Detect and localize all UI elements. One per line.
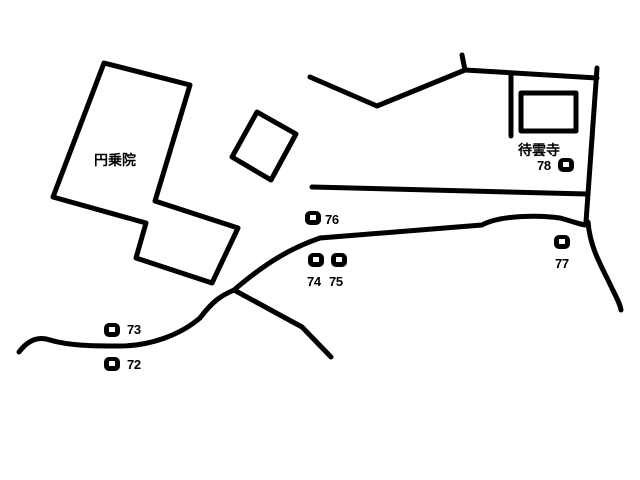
place-label-enjoin: 円乗院 xyxy=(94,153,136,169)
marker-72-icon[interactable] xyxy=(104,357,120,371)
taiunji-building xyxy=(518,90,579,134)
small-building-outline xyxy=(229,109,299,183)
marker-76-icon[interactable] xyxy=(305,211,321,225)
road-top xyxy=(307,67,600,109)
road-middle xyxy=(309,184,590,197)
marker-78-label: 78 xyxy=(537,158,551,173)
marker-78-icon[interactable] xyxy=(558,158,574,172)
marker-74-icon[interactable] xyxy=(308,253,324,267)
taiunji-wall-right xyxy=(583,65,600,225)
road-right-descending xyxy=(585,219,624,313)
marker-74-label: 74 xyxy=(307,274,321,289)
enjoin-building-outline xyxy=(50,60,241,286)
road-top-stub xyxy=(459,52,468,73)
marker-73-icon[interactable] xyxy=(104,323,120,337)
marker-73-label: 73 xyxy=(127,322,141,337)
road-main xyxy=(16,213,591,355)
marker-77-icon[interactable] xyxy=(554,235,570,249)
marker-77-label: 77 xyxy=(555,256,569,271)
road-branch-south xyxy=(231,287,334,360)
place-label-taiunji: 待雲寺 xyxy=(518,143,560,159)
marker-75-label: 75 xyxy=(329,274,343,289)
marker-75-icon[interactable] xyxy=(331,253,347,267)
marker-76-label: 76 xyxy=(325,212,339,227)
marker-72-label: 72 xyxy=(127,357,141,372)
